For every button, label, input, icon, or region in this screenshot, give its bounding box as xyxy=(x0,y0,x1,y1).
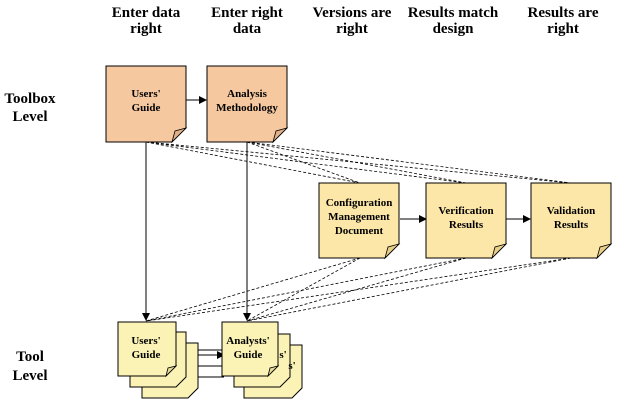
dash-verification-to-tool-users xyxy=(145,257,467,322)
column-header-2-line1: Enter right xyxy=(211,5,283,21)
dash-validation-to-tool-users xyxy=(145,257,572,322)
column-header-4-line1: Results match xyxy=(408,5,499,21)
analysis-methodology-label-line2: Methodology xyxy=(216,102,278,114)
column-header-1-line2: right xyxy=(130,21,162,37)
column-header-3-line2: right xyxy=(336,21,368,37)
dash-config-to-tool-analysts xyxy=(246,257,361,322)
tool-users-guide-label-line2: Guide xyxy=(132,349,161,361)
dash-verification-to-tool-analysts xyxy=(246,257,467,322)
users-guide-label-line1: Users' xyxy=(131,88,160,100)
config-mgmt-label-line2: Management xyxy=(328,211,390,223)
doc-verification-results: Verification Results xyxy=(425,182,508,260)
column-headers: Enter data right Enter right data Versio… xyxy=(112,5,599,37)
tool-users-guide-label-line1: Users' xyxy=(131,335,160,347)
doc-users-guide: Users' Guide xyxy=(105,65,188,144)
users-guide-label-line2: Guide xyxy=(132,102,161,114)
tool-analysts-guide-stack-suffix-2: s' xyxy=(288,360,295,372)
tool-analysts-guide-stack-suffix-1: s' xyxy=(279,349,286,361)
dash-analysis-to-validation xyxy=(246,141,572,184)
config-mgmt-label-line1: Configuration xyxy=(326,197,393,209)
validation-label-line2: Results xyxy=(554,219,589,231)
doc-stack-tool-analysts-guide: s' s' Analysts' Guide xyxy=(221,321,303,399)
validation-label-line1: Validation xyxy=(547,205,596,217)
verification-label-line2: Results xyxy=(449,219,484,231)
dash-analysis-to-verification xyxy=(246,141,467,184)
column-header-2-line2: data xyxy=(233,21,262,37)
level-labels: Toolbox Level Tool Level xyxy=(4,91,56,384)
doc-stack-tool-users-guide: Users' Guide xyxy=(117,321,199,399)
doc-configuration-management: Configuration Management Document xyxy=(318,182,401,260)
column-header-5-line1: Results are xyxy=(528,5,599,21)
dash-analysis-to-config xyxy=(246,141,361,184)
config-mgmt-label-line3: Document xyxy=(335,225,384,237)
analysis-methodology-label-line1: Analysis xyxy=(227,88,267,100)
column-header-1-line1: Enter data xyxy=(112,5,181,21)
column-header-3-line1: Versions are xyxy=(313,5,392,21)
dash-validation-to-tool-analysts xyxy=(246,257,572,322)
toolbox-level-label-line2: Level xyxy=(13,109,48,125)
verification-label-line1: Verification xyxy=(438,205,493,217)
dash-config-to-tool-users xyxy=(145,257,361,322)
tool-level-label-line2: Level xyxy=(13,368,48,384)
tool-analysts-guide-label-line1: Analysts' xyxy=(226,335,269,347)
toolbox-level-label-line1: Toolbox xyxy=(4,91,56,107)
dash-users-to-config xyxy=(145,141,361,184)
dash-users-to-verification xyxy=(145,141,467,184)
tool-analysts-guide-label-line2: Guide xyxy=(234,349,263,361)
dashed-links xyxy=(145,141,572,322)
doc-validation-results: Validation Results xyxy=(530,182,613,260)
doc-analysis-methodology: Analysis Methodology xyxy=(206,65,289,144)
column-header-4-line2: design xyxy=(433,21,475,37)
tool-level-label-line1: Tool xyxy=(16,349,44,365)
column-header-5-line2: right xyxy=(547,21,579,37)
dash-users-to-validation xyxy=(145,141,572,184)
